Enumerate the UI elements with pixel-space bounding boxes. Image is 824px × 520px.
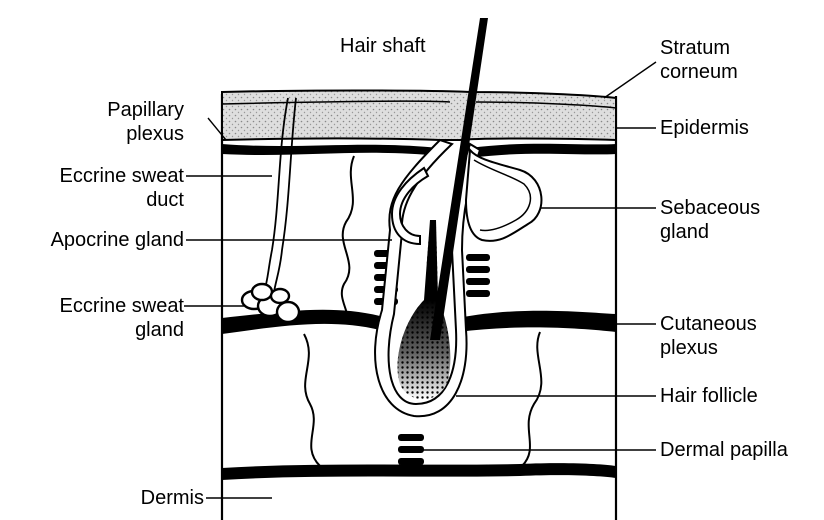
label-hair-shaft: Hair shaft: [340, 34, 426, 58]
label-epidermis: Epidermis: [660, 116, 749, 140]
label-cutaneous-plexus: Cutaneous plexus: [660, 312, 757, 360]
label-stratum-corneum: Stratum corneum: [660, 36, 738, 84]
label-sebaceous-gland: Sebaceous gland: [660, 196, 760, 244]
epidermis-layer: [222, 91, 616, 141]
label-eccrine-sweat-duct: Eccrine sweat duct: [60, 164, 185, 212]
apocrine-duct: [392, 168, 428, 244]
label-eccrine-sweat-gland: Eccrine sweat gland: [60, 294, 185, 342]
label-hair-follicle: Hair follicle: [660, 384, 758, 408]
label-papillary-plexus: Papillary plexus: [107, 98, 184, 146]
label-apocrine-gland: Apocrine gland: [51, 228, 184, 252]
label-dermis: Dermis: [141, 486, 204, 510]
label-dermal-papilla: Dermal papilla: [660, 438, 788, 462]
deep-dermal-band: [222, 463, 616, 480]
